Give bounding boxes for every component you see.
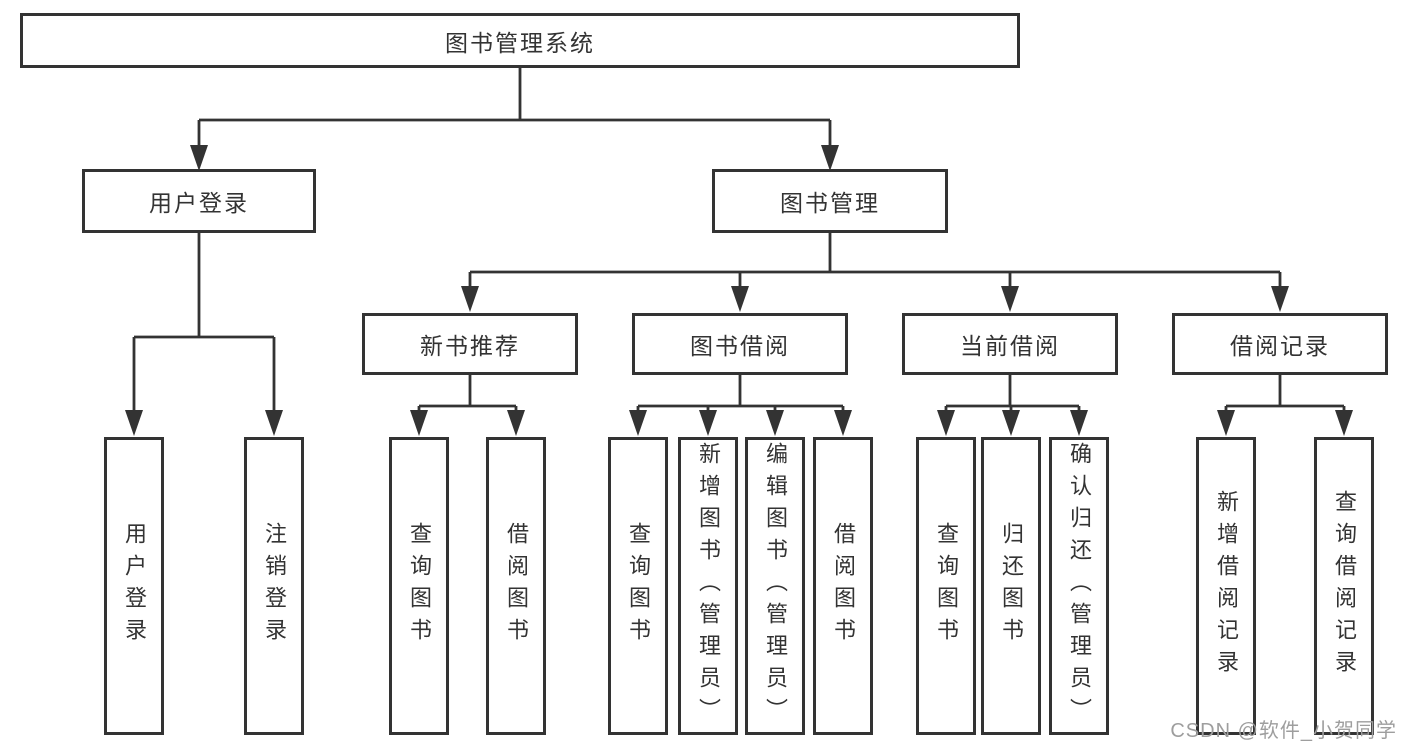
node-book-borrowing: 图书借阅 — [632, 313, 848, 375]
csdn-watermark: CSDN @软件_小贺同学 — [1170, 720, 1397, 742]
leaf-logout: 注销登录 — [244, 437, 304, 735]
leaf-borrow-books: 借阅图书 — [813, 437, 873, 735]
node-borrowing-records: 借阅记录 — [1172, 313, 1388, 375]
node-library-management-system: 图书管理系统 — [20, 13, 1020, 68]
node-new-book-recommendation: 新书推荐 — [362, 313, 578, 375]
leaf-user-login: 用户登录 — [104, 437, 164, 735]
leaf-return-books: 归还图书 — [981, 437, 1041, 735]
connector-root-to-level2 — [190, 68, 839, 171]
connector-management-to-level3 — [461, 233, 1289, 312]
leaf-confirm-return-admin: 确认归还（管理员） — [1049, 437, 1109, 735]
connector-records-to-leaves — [1217, 375, 1353, 436]
connector-borrow-to-leaves — [629, 375, 852, 436]
leaf-add-borrow-record: 新增借阅记录 — [1196, 437, 1256, 735]
leaf-recommend-query-books: 查询图书 — [389, 437, 449, 735]
node-book-management: 图书管理 — [712, 169, 948, 233]
leaf-add-books-admin: 新增图书（管理员） — [678, 437, 738, 735]
leaf-borrow-query-books: 查询图书 — [608, 437, 668, 735]
connector-recommend-to-leaves — [410, 375, 525, 436]
leaf-current-query-books: 查询图书 — [916, 437, 976, 735]
leaf-recommend-borrow-books: 借阅图书 — [486, 437, 546, 735]
node-current-borrowing: 当前借阅 — [902, 313, 1118, 375]
connector-current-to-leaves — [937, 375, 1088, 436]
leaf-edit-books-admin: 编辑图书（管理员） — [745, 437, 805, 735]
leaf-query-borrow-record: 查询借阅记录 — [1314, 437, 1374, 735]
connector-login-to-leaves — [125, 233, 283, 436]
node-user-login: 用户登录 — [82, 169, 316, 233]
